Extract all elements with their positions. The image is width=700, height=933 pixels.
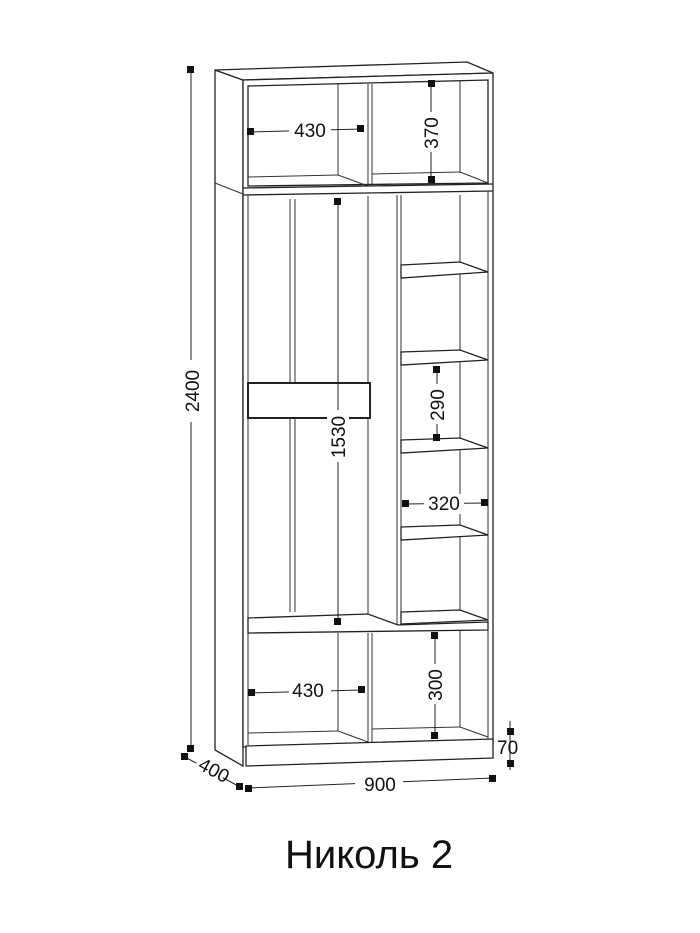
dim-70: 70 bbox=[497, 721, 518, 770]
svg-text:70: 70 bbox=[497, 738, 518, 759]
side-panel bbox=[214, 69, 244, 768]
svg-text:1530: 1530 bbox=[329, 416, 350, 458]
svg-text:320: 320 bbox=[428, 494, 460, 515]
dim-top-370: 370 bbox=[421, 80, 443, 183]
dim-320: 320 bbox=[402, 494, 488, 515]
bottom-shelf bbox=[247, 613, 489, 634]
svg-text:2400: 2400 bbox=[183, 370, 204, 412]
side-joint bbox=[214, 182, 244, 195]
svg-text:300: 300 bbox=[426, 669, 447, 701]
svg-text:430: 430 bbox=[292, 681, 324, 702]
plinth bbox=[245, 738, 494, 767]
svg-text:290: 290 bbox=[428, 389, 449, 421]
dim-bottom-430: 430 bbox=[248, 680, 365, 702]
dim-bottom-300: 300 bbox=[425, 632, 447, 739]
shelves bbox=[400, 261, 489, 625]
dim-top-430: 430 bbox=[247, 120, 364, 142]
dim-1530: 1530 bbox=[327, 198, 350, 625]
dim-290: 290 bbox=[427, 366, 449, 441]
product-title: Николь 2 bbox=[285, 833, 454, 877]
svg-text:370: 370 bbox=[422, 117, 443, 149]
dim-900: 900 bbox=[245, 774, 496, 796]
middle-panel bbox=[247, 382, 371, 419]
dim-2400: 2400 bbox=[180, 66, 204, 752]
svg-text:900: 900 bbox=[364, 775, 396, 796]
svg-text:430: 430 bbox=[294, 121, 326, 142]
